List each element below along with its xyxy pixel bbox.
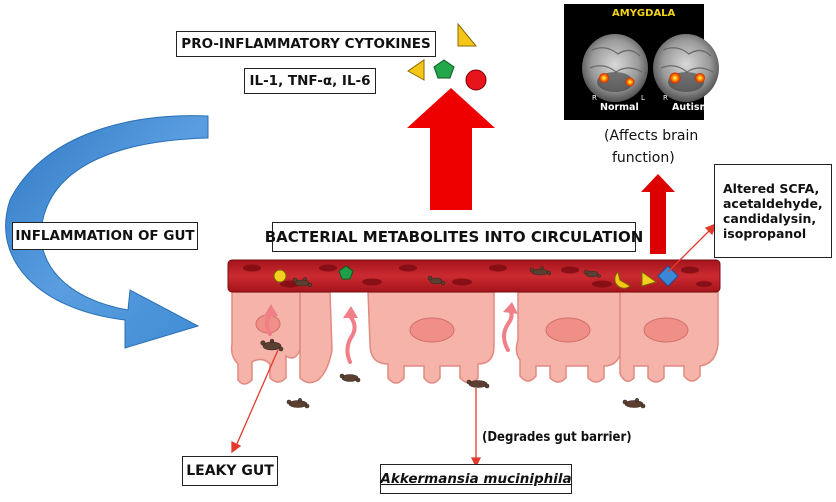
amygdala-highlight <box>669 72 681 84</box>
red-blood-cell <box>362 278 382 286</box>
bacteria-cluster <box>286 398 310 409</box>
amygdala-title: AMYGDALA <box>612 8 676 19</box>
red-blood-cell <box>399 264 417 272</box>
bacteria-cluster <box>583 269 601 278</box>
red-blood-cell <box>561 266 579 274</box>
amygdala-highlight <box>695 73 705 83</box>
normal-label: Normal <box>600 102 639 113</box>
metabolites-list: Altered SCFA, acetaldehyde, candidalysin… <box>714 164 832 258</box>
cell-nucleus <box>545 317 591 343</box>
red-blood-cell <box>452 278 472 286</box>
metabolites-list-pointer <box>667 227 713 273</box>
brain-effect-line1: (Affects brain <box>604 128 699 144</box>
side-marker-r: R <box>592 94 597 102</box>
bacteria-cluster <box>292 277 313 288</box>
red-blood-cell <box>319 264 337 272</box>
leaky-gut-pointer <box>235 349 279 447</box>
bacteria-cluster <box>339 373 361 383</box>
red-blood-cell <box>243 264 261 272</box>
green-molecule-pentagon <box>338 265 354 280</box>
green-pentagon-cytokine <box>433 59 455 79</box>
amygdala-highlight <box>625 77 635 87</box>
intestinal-epithelium <box>230 291 719 385</box>
wavy-arrow-head <box>343 306 358 318</box>
metabolites-item: Altered SCFA, <box>723 181 820 196</box>
metabolites-label: BACTERIAL METABOLITES INTO CIRCULATION <box>265 222 643 252</box>
yellow-triangle-cytokine <box>407 59 425 81</box>
red-blood-cell <box>592 280 612 288</box>
yellow-molecule-circle <box>273 269 287 283</box>
leaky-gut-label: LEAKY GUT <box>182 456 278 486</box>
side-marker-l: L <box>712 94 716 102</box>
yellow-triangle-molecule <box>641 271 658 287</box>
wavy-arrow-head <box>264 304 278 316</box>
bacteria-cluster <box>260 338 284 352</box>
degrades-label: (Degrades gut barrier) <box>482 430 632 445</box>
red-blood-cell <box>681 266 699 274</box>
yellow-triangle-cytokine <box>457 22 478 47</box>
side-marker-l: L <box>641 94 645 102</box>
amygdala-highlight <box>599 73 609 83</box>
wavy-arrow <box>502 308 514 352</box>
red-blood-cell <box>696 281 712 287</box>
epithelial-cell <box>230 291 301 385</box>
inflammation-label: INFLAMMATION OF GUT <box>12 222 198 250</box>
metabolites-up-arrow <box>407 88 495 210</box>
brain-up-arrow <box>641 174 675 254</box>
bacteria-cluster <box>466 379 490 389</box>
brain-effect-line2: function) <box>612 150 675 166</box>
side-marker-r: R <box>663 94 668 102</box>
blue-diamond-molecule <box>657 265 679 287</box>
metabolites-item: isopropanol <box>723 226 807 241</box>
yellow-half-moon <box>614 271 631 289</box>
akkermansia-pointer-head <box>470 457 482 468</box>
metabolites-item: candidalysin, <box>723 211 817 226</box>
wavy-arrow-head <box>503 302 518 314</box>
epithelial-cell <box>299 291 333 384</box>
red-blood-cell <box>489 264 507 272</box>
cytokines-list: IL-1, TNF-α, IL-6 <box>244 68 376 94</box>
inflammation-curved-arrow <box>5 115 209 349</box>
leaky-gut-pointer-head <box>231 440 242 454</box>
wavy-arrow <box>345 314 357 364</box>
brain-scan-image <box>564 4 719 120</box>
akkermansia-label: Akkermansia muciniphila <box>380 464 572 494</box>
cell-nucleus <box>409 317 455 343</box>
bacteria-clusters <box>260 266 646 409</box>
cytokines-title: PRO-INFLAMMATORY CYTOKINES <box>176 31 436 57</box>
cell-nucleus <box>643 317 689 343</box>
red-circle-cytokine <box>465 69 487 91</box>
metabolites-item: acetaldehyde, <box>723 196 823 211</box>
bacteria-cluster <box>622 398 646 409</box>
bacteria-cluster <box>427 275 446 286</box>
bacteria-cluster <box>529 266 552 276</box>
autism-label: Autism <box>672 102 710 113</box>
